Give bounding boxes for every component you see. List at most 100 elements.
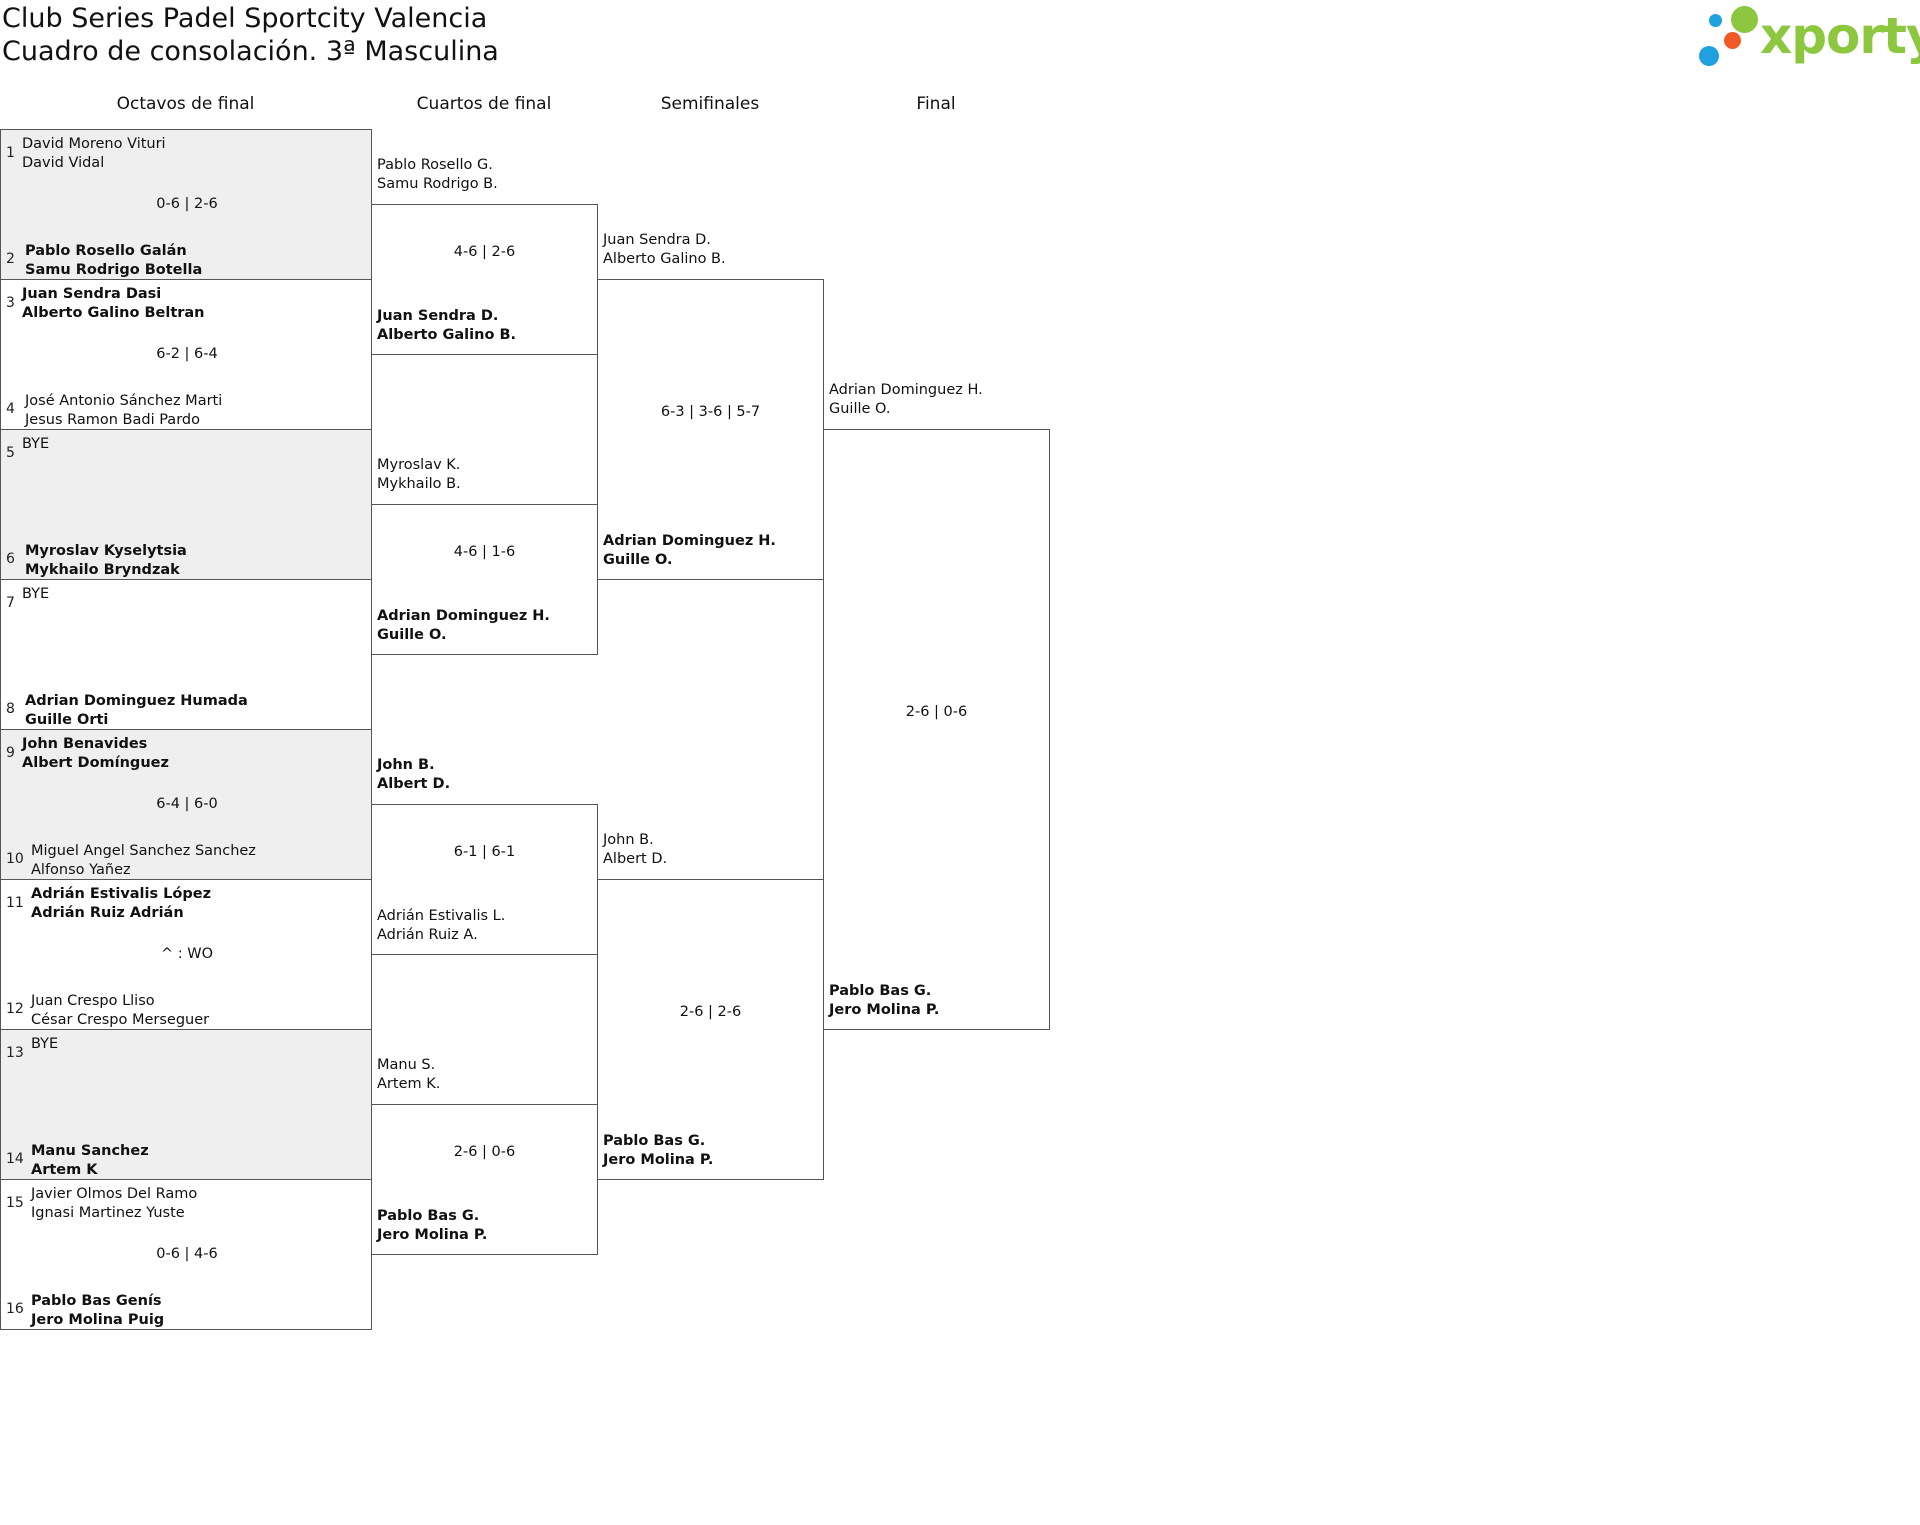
player-name: Pablo Bas G.	[603, 1133, 706, 1149]
match-score: 6-2 | 6-4	[156, 346, 218, 362]
logo-dot-orange	[1724, 32, 1741, 49]
team-bottom: Adrián Estivalis L.Adrián Ruiz A.	[377, 907, 505, 945]
player-name: Artem K.	[377, 1076, 441, 1092]
player-name: César Crespo Merseguer	[31, 1012, 210, 1028]
player-name: Pablo Rosello Galán	[25, 243, 187, 259]
match-score: 0-6 | 2-6	[156, 196, 218, 212]
seed-number: 9	[6, 745, 15, 761]
player-name: Myroslav Kyselytsia	[25, 543, 187, 559]
team-top: BYE	[22, 585, 49, 604]
player-name: Juan Sendra Dasi	[22, 286, 162, 302]
match-score: 0-6 | 4-6	[156, 1246, 218, 1262]
logo-dot-green	[1731, 6, 1758, 33]
seed-number: 5	[6, 445, 15, 461]
player-name: Alberto Galino Beltran	[22, 305, 205, 321]
player-name: Albert D.	[377, 776, 451, 792]
player-name: Adrián Ruiz A.	[377, 927, 478, 943]
player-name: Myroslav K.	[377, 457, 461, 473]
team-bottom: Pablo Bas G. Jero Molina P.	[829, 982, 939, 1020]
player-name: Adrian Dominguez H.	[603, 533, 776, 549]
player-name: John B.	[377, 757, 435, 773]
player-name: Samu Rodrigo Botella	[25, 262, 203, 278]
player-name: David Moreno Vituri	[22, 136, 166, 152]
player-name: Pablo Bas G.	[377, 1208, 480, 1224]
round-header-semifinales: Semifinales	[660, 94, 760, 114]
player-name: John Benavides	[22, 736, 148, 752]
seed-number: 10	[6, 851, 24, 867]
team-top: Juan Sendra D.Alberto Galino B.	[603, 231, 726, 269]
team-bottom: Pablo Bas G.Jero Molina P.	[377, 1207, 487, 1245]
player-name: Alberto Galino B.	[377, 327, 517, 343]
seed-number: 12	[6, 1001, 24, 1017]
xporty-logo: xporty	[1695, 4, 1920, 68]
player-name: David Vidal	[22, 155, 105, 171]
player-name: Manu Sanchez	[31, 1143, 149, 1159]
player-name: Albert D.	[603, 851, 668, 867]
seed-number: 7	[6, 595, 15, 611]
player-name: Pablo Bas G.	[829, 983, 932, 999]
title-line-2: Cuadro de consolación. 3ª Masculina	[2, 36, 499, 67]
team-top: Manu S.Artem K.	[377, 1056, 440, 1094]
player-name: Pablo Rosello G.	[377, 157, 493, 173]
team-top: BYE	[31, 1035, 58, 1054]
match-box	[823, 429, 1050, 1030]
title-line-1: Club Series Padel Sportcity Valencia	[2, 3, 488, 34]
player-name: José Antonio Sánchez Marti	[25, 393, 223, 409]
player-name: Guille O.	[829, 401, 891, 417]
match-score: 6-3 | 3-6 | 5-7	[660, 404, 761, 420]
round-header-octavos: Octavos de final	[116, 94, 255, 114]
seed-number: 3	[6, 295, 15, 311]
team-top: Adrian Dominguez H.Guille O.	[829, 381, 983, 419]
seed-number: 15	[6, 1195, 24, 1211]
tournament-title: Club Series Padel Sportcity Valencia Cua…	[2, 2, 499, 68]
player-name: BYE	[31, 1036, 59, 1052]
team-top: Myroslav K.Mykhailo B.	[377, 456, 461, 494]
team-bottom: Pablo Bas G. Jero Molina P.	[603, 1132, 713, 1170]
seed-number: 11	[6, 895, 24, 911]
player-name: Guille Orti	[25, 712, 109, 728]
player-name: Pablo Bas Genís	[31, 1293, 162, 1309]
team-top: John B.Albert D.	[603, 831, 667, 869]
player-name: Guille O.	[603, 552, 673, 568]
match-score: 6-4 | 6-0	[156, 796, 218, 812]
player-name: BYE	[22, 586, 50, 602]
match-score: 6-1 | 6-1	[453, 844, 516, 860]
seed-number: 2	[6, 251, 15, 267]
round-header-cuartos: Cuartos de final	[416, 94, 552, 114]
player-name: Jero Molina P.	[829, 1002, 940, 1018]
player-name: Mykhailo Bryndzak	[25, 562, 180, 578]
seed-number: 1	[6, 145, 15, 161]
match-score: 4-6 | 1-6	[453, 544, 516, 560]
player-name: Adrián Estivalis López	[31, 886, 212, 902]
player-name: Adrian Dominguez Humada	[25, 693, 248, 709]
player-name: Jero Molina P.	[603, 1152, 714, 1168]
seed-number: 13	[6, 1045, 24, 1061]
team-top: John B. Albert D.	[377, 756, 450, 794]
player-name: Javier Olmos Del Ramo	[31, 1186, 198, 1202]
seed-number: 6	[6, 551, 15, 567]
round-header-final: Final	[916, 94, 956, 114]
logo-dot-blue	[1699, 46, 1719, 66]
player-name: Alberto Galino B.	[603, 251, 726, 267]
match-score: ^ : WO	[160, 946, 213, 962]
player-name: Ignasi Martinez Yuste	[31, 1205, 185, 1221]
logo-dot-blue-small	[1709, 14, 1722, 27]
player-name: Miguel Angel Sanchez Sanchez	[31, 843, 256, 859]
seed-number: 4	[6, 401, 15, 417]
